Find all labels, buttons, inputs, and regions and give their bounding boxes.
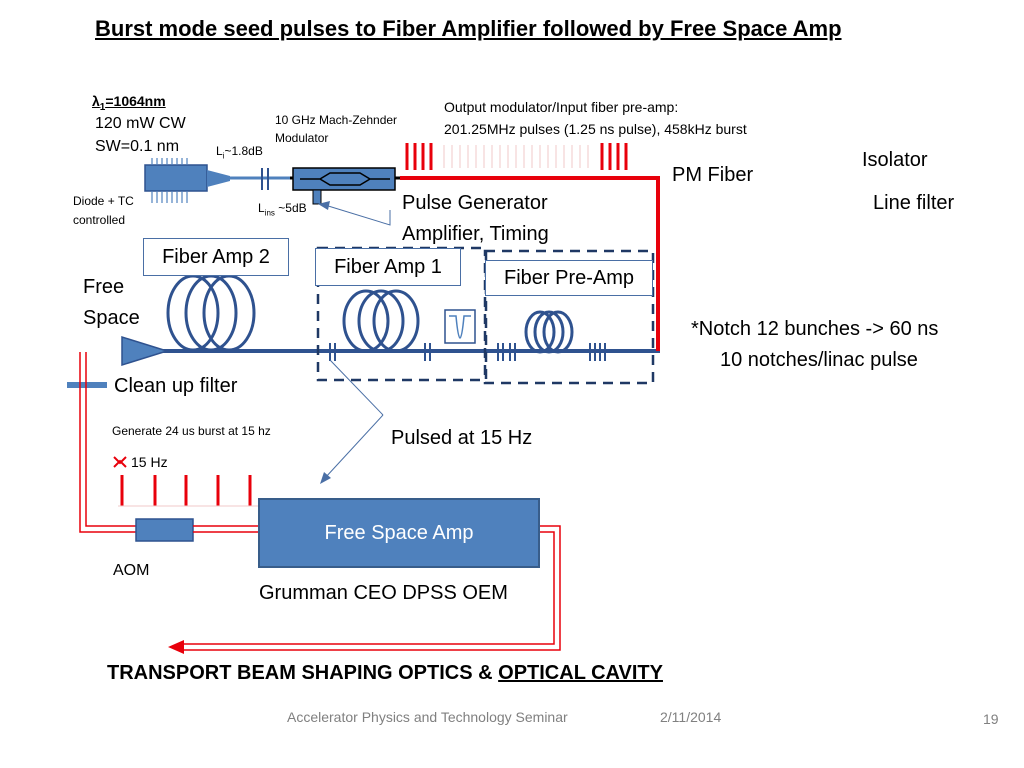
fiber-pre-amp-dashed-box [483, 249, 655, 385]
fiber-pre-amp-label: Fiber Pre-Amp [485, 260, 653, 296]
mach-zehnder-modulator-icon [292, 167, 396, 205]
free-space-amp-block: Free Space Amp [258, 498, 540, 568]
burst-pulse-train [120, 475, 252, 506]
notch-label-1: *Notch 12 bunches -> 60 ns [691, 318, 939, 340]
beam-aom-to-amp [193, 525, 258, 533]
spectral-width-label: SW=0.1 nm [95, 138, 180, 155]
pulsed-label: Pulsed at 15 Hz [391, 427, 533, 449]
loss-label: Li~1.8dB [216, 144, 263, 161]
notch-filter-icon [444, 309, 476, 344]
fiber-pre-amp-coil-icon [524, 310, 574, 354]
fiber-amp-1-dashed-box [316, 246, 488, 382]
inline-connectors [329, 343, 606, 361]
pulse-generator-label-1: Pulse Generator [402, 192, 548, 214]
fiber-amp-2-label: Fiber Amp 2 [143, 238, 289, 276]
output-beam-path [180, 525, 561, 651]
faint-pulse-train [443, 145, 589, 168]
page-number: 19 [983, 711, 999, 727]
fiber-amp-2-coil-icon [166, 274, 256, 352]
generate-burst-label: Generate 24 us burst at 15 hz [112, 424, 271, 438]
isolator-label: Isolator [862, 149, 928, 171]
free-space-beam-left [79, 352, 136, 533]
pulse-generator-label-2: Amplifier, Timing [402, 223, 549, 245]
laser-diode-icon [144, 158, 230, 203]
pulse-generator-pointer [324, 204, 391, 226]
clean-up-filter-label: Clean up filter [114, 375, 238, 397]
footer-seminar: Accelerator Physics and Technology Semin… [287, 709, 568, 725]
mz-modulator-label-2: Modulator [275, 131, 329, 145]
output-arrow-icon [168, 640, 184, 654]
mz-modulator-label-1: 10 GHz Mach-Zehnder [275, 113, 398, 127]
footer-date: 2/11/2014 [660, 709, 722, 725]
diode-controlled-label: controlled [73, 213, 126, 227]
fiber-amp-1-coil-icon [342, 289, 420, 353]
rate-marker-icon [113, 456, 127, 468]
diode-label: Diode + TC [73, 194, 134, 208]
notch-label-2: 10 notches/linac pulse [720, 349, 918, 371]
rate-label: 15 Hz [131, 454, 168, 470]
laser-power-label: 120 mW CW [95, 115, 186, 132]
fiber-amp-1-label: Fiber Amp 1 [315, 248, 461, 286]
grumman-label: Grumman CEO DPSS OEM [259, 582, 508, 604]
wavelength-label: λ1=1064nm [92, 93, 166, 113]
free-space-label-2: Space [83, 307, 140, 329]
output-modulator-label-1: Output modulator/Input fiber pre-amp: [444, 99, 679, 115]
aom-icon [135, 518, 194, 542]
insertion-loss-label: Lins ~5dB [258, 201, 307, 218]
collimator-icon [121, 335, 170, 367]
output-modulator-label-2: 201.25MHz pulses (1.25 ns pulse), 458kHz… [444, 121, 747, 137]
line-filter-label: Line filter [873, 192, 955, 214]
isolator-connector-icon [261, 168, 269, 190]
pulsed-pointers [324, 359, 384, 479]
output-pulse-train [405, 143, 628, 170]
transport-label: TRANSPORT BEAM SHAPING OPTICS & OPTICAL … [107, 662, 663, 684]
aom-label: AOM [113, 562, 150, 579]
free-space-label-1: Free [83, 276, 125, 298]
pm-fiber-label: PM Fiber [672, 164, 754, 186]
slide-title: Burst mode seed pulses to Fiber Amplifie… [95, 16, 842, 41]
